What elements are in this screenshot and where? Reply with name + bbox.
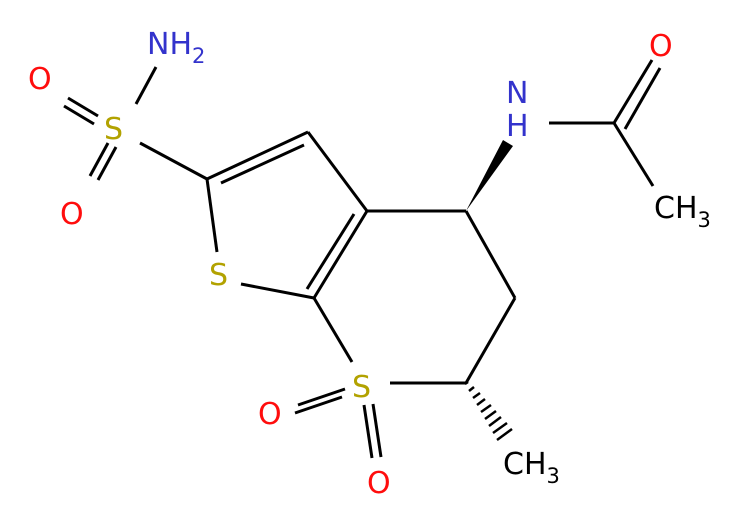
bond-s-o-bottom-b [88,142,110,177]
bond-s-o-bottom-a [362,404,374,459]
bond-carbonyl-c-o-a [612,59,654,124]
bond-carbonyl-c-o-b [623,67,662,130]
atom-label-o-sulfone-bottom: O [367,466,391,501]
bond-c3-c3a [306,131,369,212]
bond-s-thiophene-c7a [240,282,315,300]
bond-carbonyl-c-methyl [612,122,655,187]
bond-s-o-bottom-a [96,146,118,181]
bond-s-o-top-b [63,104,95,126]
atom-label-o-sulfonamide-bottom: O [60,197,84,232]
atom-label-s-thiophene: S [209,258,228,293]
atom-label-o-carbonyl: O [649,29,673,64]
bond-s-sulfone-c7a [312,297,354,363]
bond-s-o-bottom-b [371,403,383,458]
bonds [63,59,662,459]
atom-label-s-sulfonamide: S [104,112,123,147]
atom-label-o-sulfone-left: O [258,397,282,432]
bond-s-o-left-a [297,387,346,407]
atom-label-ch3-methyl: CH3 [503,447,560,488]
bond-c2-s-thiophene [205,178,219,253]
hashed-wedge-bond-c6-methyl [464,380,513,442]
wedge-bond-c4-n [466,140,513,211]
atom-labels: NH2 S O O S S O O N H O CH3 CH3 [28,27,711,501]
atom-label-nh2: NH2 [147,27,205,68]
bond-c2-c3 [206,130,309,181]
atom-label-h-amide: H [506,109,529,144]
bond-n-s-sulfonamide [134,66,158,105]
atom-label-o-sulfonamide-top: O [28,62,52,97]
bond-c3a-c7a [312,210,369,299]
bond-s-o-left-b [294,395,343,415]
bond-c4-c5 [464,210,517,299]
bond-c2-c3-inner [220,143,305,185]
bond-s-c2 [139,141,208,181]
atom-label-ch3-acetyl: CH3 [654,191,711,232]
bond-s-o-top-a [67,96,99,118]
bond-c3a-c7a-inner [305,213,356,290]
atom-label-n-amide: N [506,76,528,111]
bond-c5-c6 [464,297,517,384]
atom-label-s-sulfone: S [352,370,371,405]
